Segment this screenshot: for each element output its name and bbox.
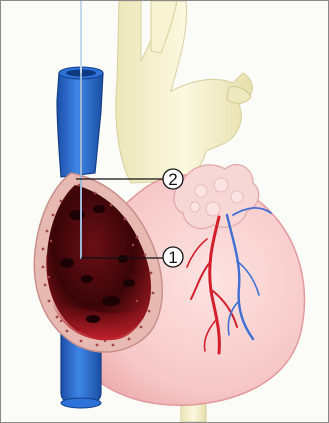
callout-2-label: 2 [168,170,177,189]
callout-1-label: 1 [168,248,177,267]
